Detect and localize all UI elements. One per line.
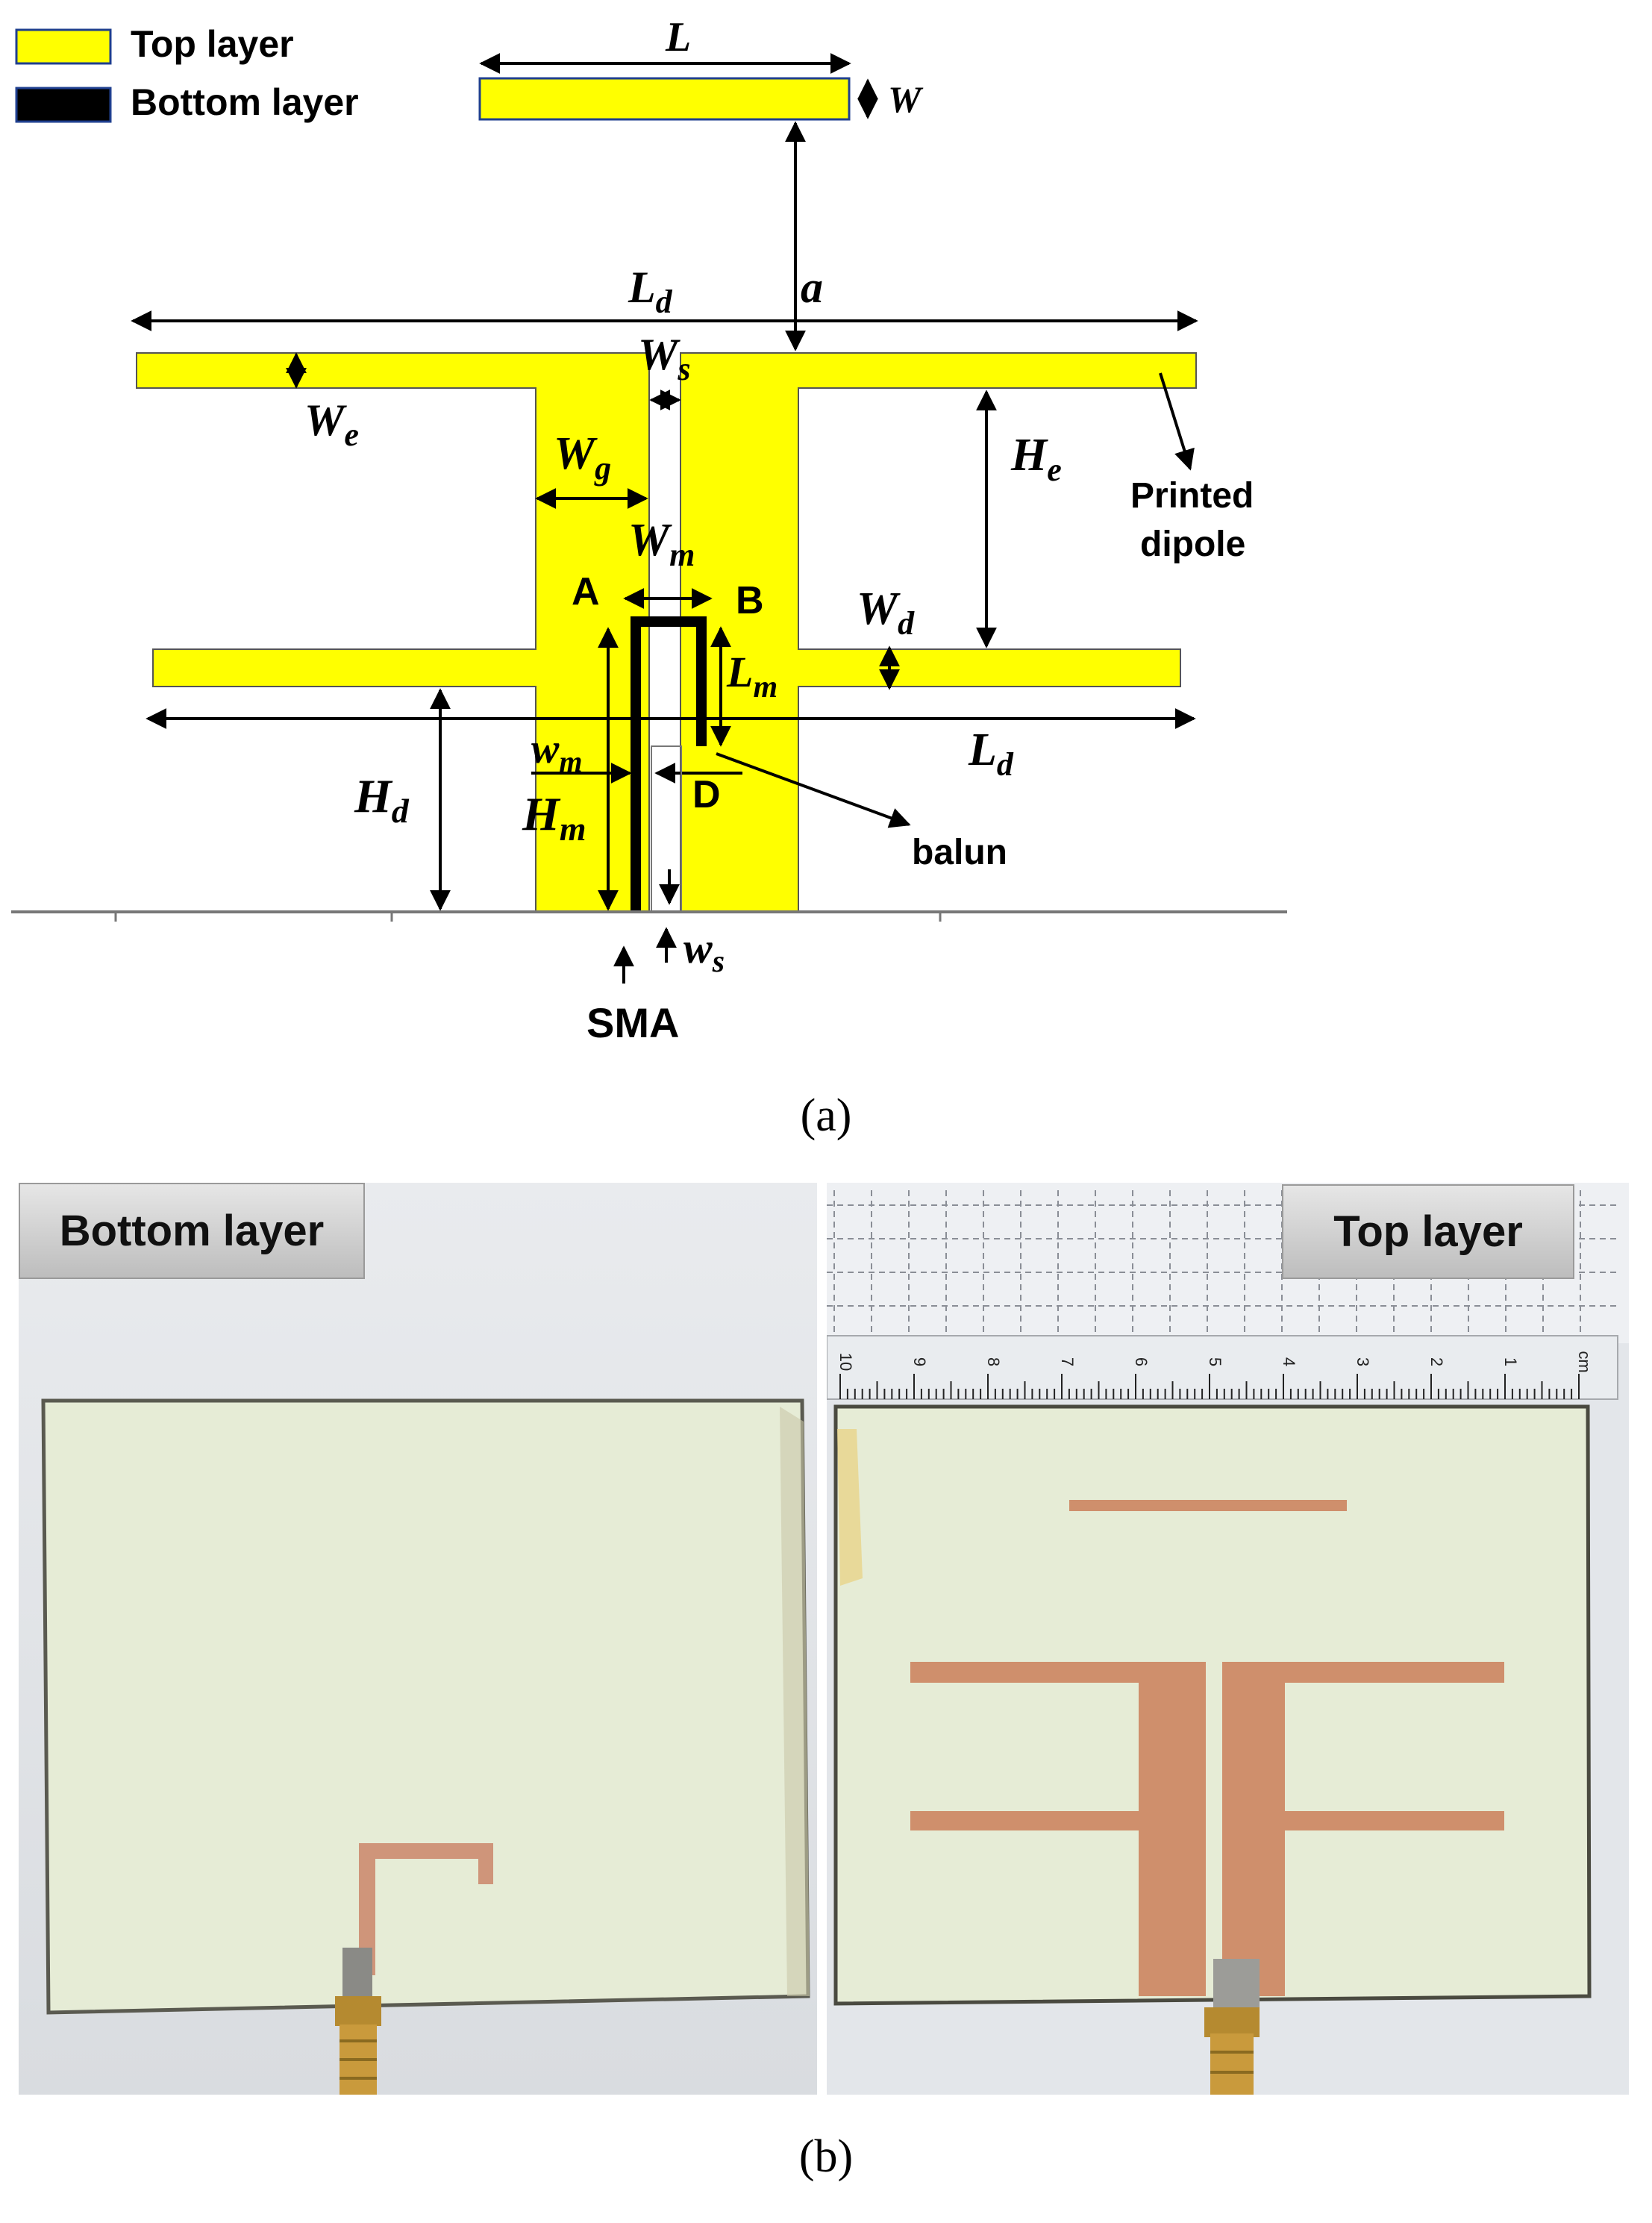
printed-dipole-right bbox=[680, 352, 1197, 913]
label-Wg: Wg bbox=[554, 428, 611, 487]
label-balun: balun bbox=[912, 833, 1007, 872]
label-a: a bbox=[801, 263, 823, 312]
ruler-number: 10 bbox=[836, 1353, 855, 1371]
label-Ld-bottom: Ld bbox=[968, 725, 1014, 783]
label-Ld-top: Ld bbox=[628, 263, 673, 320]
legend-label-top-layer: Top layer bbox=[131, 23, 294, 65]
ruler-numbers: 10 9 8 7 6 5 4 3 2 1 cm bbox=[836, 1351, 1594, 1372]
label-He: He bbox=[1010, 430, 1062, 488]
sma-connector-icon bbox=[335, 1948, 381, 2095]
leader-printed-dipole bbox=[1159, 372, 1195, 471]
label-W: W bbox=[888, 78, 924, 120]
legend: Top layer Bottom layer bbox=[15, 23, 359, 123]
tag-top-layer: Top layer bbox=[1282, 1184, 1574, 1279]
label-Lm: Lm bbox=[726, 648, 777, 704]
label-Hm: Hm bbox=[522, 787, 586, 848]
sma-connector-icon bbox=[1204, 1959, 1260, 2095]
ruler bbox=[827, 1335, 1618, 1400]
substrate-board-top bbox=[833, 1404, 1592, 2006]
label-dipole: dipole bbox=[1140, 525, 1245, 564]
caption-b: (b) bbox=[798, 2131, 854, 2182]
antenna-layout-diagram: Top layer Bottom layer bbox=[11, 14, 1287, 1046]
board-yellow-stain bbox=[837, 1429, 863, 1586]
photo-bottom-layer: Bottom layer bbox=[19, 1183, 817, 2095]
legend-swatch-top-layer bbox=[15, 28, 112, 65]
caption-a: (a) bbox=[800, 1090, 852, 1141]
label-L: L bbox=[665, 14, 691, 60]
dipole-trace-left bbox=[910, 1662, 1206, 1996]
director-strip bbox=[478, 77, 851, 121]
label-D: D bbox=[692, 773, 721, 816]
ruler-number: 3 bbox=[1354, 1357, 1372, 1366]
dipole-trace-right bbox=[1222, 1662, 1504, 1996]
ruler-number: 1 bbox=[1501, 1357, 1520, 1366]
label-SMA: SMA bbox=[586, 999, 679, 1046]
ruler-number: 7 bbox=[1058, 1357, 1077, 1366]
ruler-number: 9 bbox=[910, 1357, 929, 1366]
label-We: We bbox=[304, 395, 359, 453]
legend-label-bottom-layer: Bottom layer bbox=[131, 81, 359, 123]
label-printed: Printed bbox=[1130, 476, 1254, 516]
board-edge-stain bbox=[780, 1407, 810, 1996]
ruler-number: cm bbox=[1575, 1351, 1594, 1372]
label-ws: ws bbox=[683, 924, 725, 979]
photo-top-layer: 10 9 8 7 6 5 4 3 2 1 cm Top layer bbox=[827, 1183, 1629, 2095]
director-trace bbox=[1069, 1500, 1347, 1511]
ruler-number: 8 bbox=[984, 1357, 1003, 1366]
leader-balun bbox=[716, 752, 911, 828]
label-Hd: Hd bbox=[354, 769, 410, 830]
ruler-number: 6 bbox=[1132, 1357, 1151, 1366]
balun-line bbox=[631, 616, 707, 912]
ruler-number: 5 bbox=[1206, 1357, 1224, 1366]
legend-swatch-bottom-layer bbox=[15, 87, 112, 123]
tag-bottom-layer: Bottom layer bbox=[19, 1183, 365, 1279]
feed-slot-outline bbox=[651, 745, 682, 913]
label-A: A bbox=[572, 570, 600, 613]
label-Wm: Wm bbox=[628, 515, 695, 573]
ruler-number: 4 bbox=[1280, 1357, 1298, 1366]
label-Wd: Wd bbox=[857, 584, 915, 642]
substrate-board bbox=[41, 1398, 810, 2015]
ruler-ticks bbox=[839, 1374, 1580, 1399]
label-wm: wm bbox=[531, 726, 582, 778]
dimension-arrows bbox=[131, 53, 1198, 984]
label-B: B bbox=[736, 579, 764, 622]
ruler-number: 2 bbox=[1427, 1357, 1446, 1366]
label-Ws: Ws bbox=[638, 330, 690, 387]
